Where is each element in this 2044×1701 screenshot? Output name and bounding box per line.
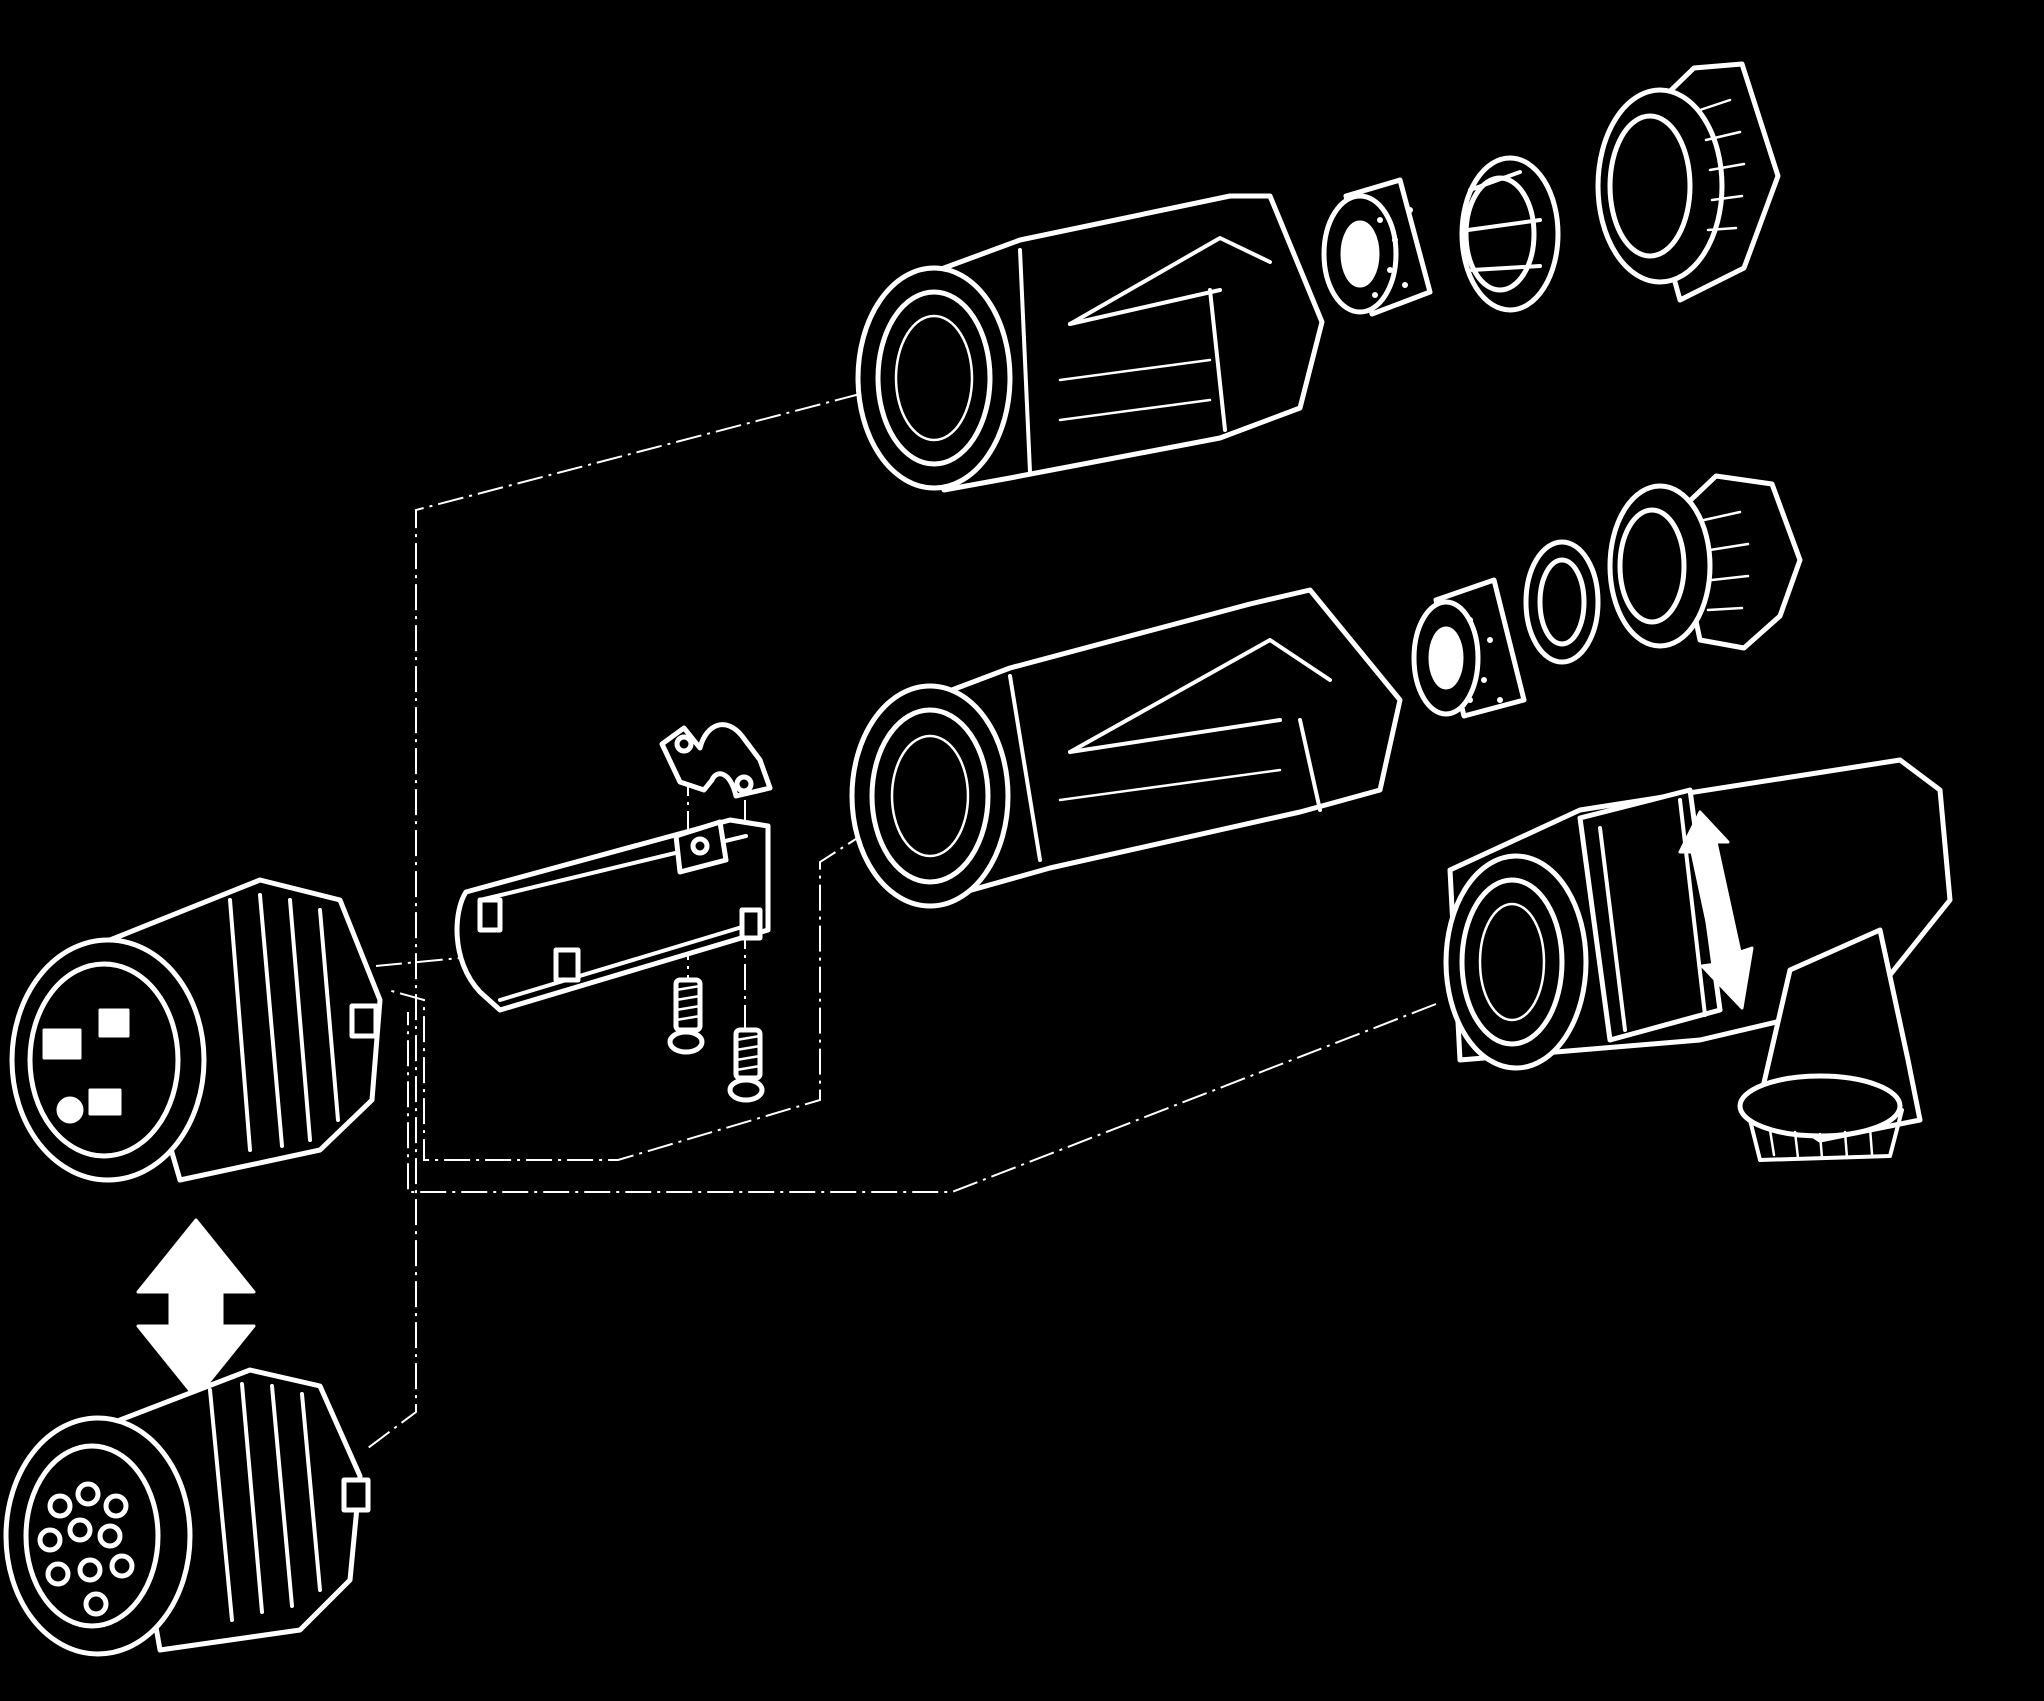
cable-clamp	[659, 722, 773, 799]
guide-line-insert	[375, 957, 461, 967]
male-connector	[9, 877, 383, 1183]
upper-straight-housing	[855, 193, 1325, 493]
contact-insert	[454, 817, 771, 1013]
angled-housing	[1443, 757, 1953, 1162]
lower-sealing-washer	[1523, 539, 1601, 665]
lower-seal-insert	[1411, 577, 1527, 719]
upper-clamping-ring	[1459, 155, 1561, 313]
screw-left	[667, 977, 705, 1055]
guide-line-lower-housing	[387, 829, 871, 1161]
lower-straight-housing	[849, 587, 1403, 909]
guide-line-angled-housing	[407, 1003, 1437, 1193]
female-connector	[3, 1367, 371, 1657]
upper-gland-nut	[1595, 61, 1781, 303]
screw-right	[727, 1027, 765, 1103]
upper-seal-insert	[1321, 177, 1433, 317]
lower-gland-nut	[1607, 473, 1803, 651]
swap-arrow	[136, 1218, 256, 1400]
guide-line-upper-housing	[367, 393, 861, 1449]
